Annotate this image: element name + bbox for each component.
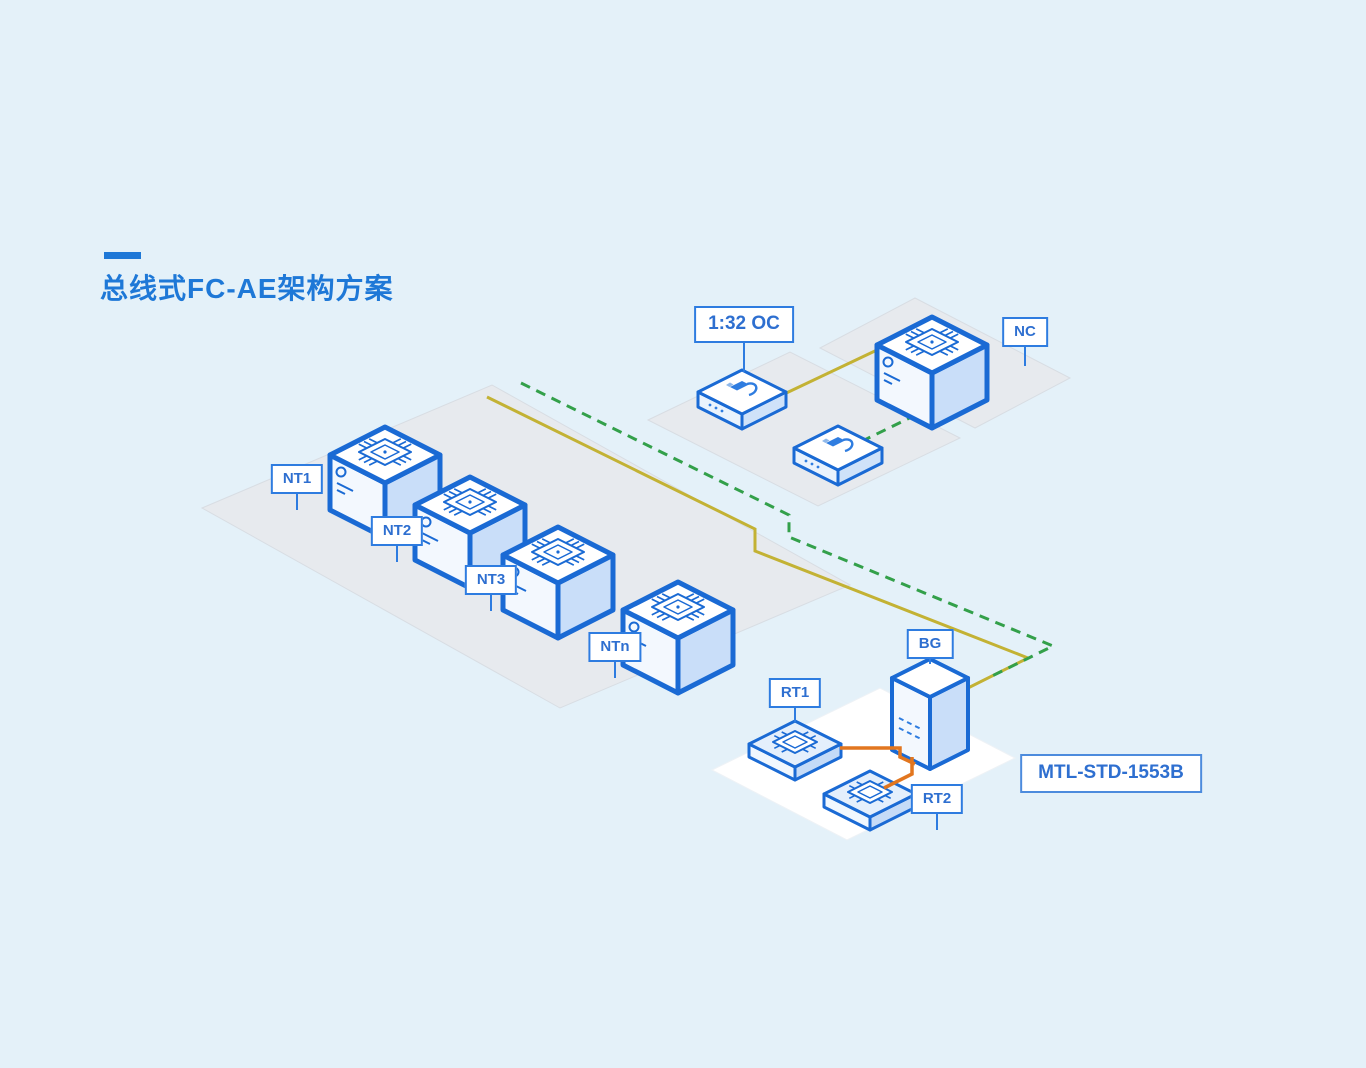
page-title: 总线式FC-AE架构方案 bbox=[100, 273, 394, 304]
label-rt2: RT2 bbox=[910, 784, 964, 814]
label-nt1: NT1 bbox=[270, 464, 324, 494]
link-rt2-to-bg bbox=[883, 757, 914, 790]
title-dash bbox=[104, 252, 141, 259]
label-nt2: NT2 bbox=[370, 516, 424, 546]
label-ntn: NTn bbox=[588, 632, 642, 662]
bus-yellow-main bbox=[486, 395, 1032, 692]
label-rt1: RT1 bbox=[768, 678, 822, 708]
node-bg-tower bbox=[890, 657, 970, 771]
label-nc: NC bbox=[1002, 317, 1048, 347]
link-rt1-to-bg bbox=[840, 746, 916, 766]
bus-yellow-oc-to-nc bbox=[779, 348, 878, 398]
label-oc: 1:32 OC bbox=[694, 306, 794, 343]
title-block: 总线式FC-AE架构方案 bbox=[100, 252, 394, 307]
label-bg: BG bbox=[906, 629, 954, 659]
label-mtl-std-1553b: MTL-STD-1553B bbox=[1020, 754, 1202, 793]
bus-green-main bbox=[520, 381, 1057, 679]
label-stems bbox=[296, 339, 1026, 830]
label-nt3: NT3 bbox=[464, 565, 518, 595]
